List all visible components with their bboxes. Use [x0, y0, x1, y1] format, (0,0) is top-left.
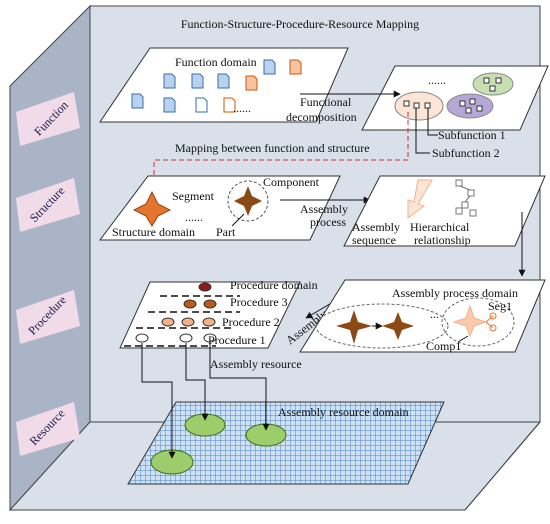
component-label: Component: [263, 175, 320, 189]
doc-icon: [217, 73, 230, 89]
doc-icon: [163, 73, 176, 89]
function-domain-label: Function domain: [175, 55, 257, 69]
component-star: [234, 186, 262, 216]
function-right-ellipsis: ......: [428, 73, 446, 87]
hierarchical-label-1: Hierarchical: [410, 220, 470, 234]
process-component-star: [382, 312, 414, 340]
layer-label-structure: Structure: [16, 178, 80, 232]
doc-icon: [163, 97, 176, 113]
structure-domain-label: Structure domain: [112, 225, 195, 239]
doc-icon: [195, 97, 208, 113]
resource-link-1: [141, 343, 176, 459]
comp1-label: Comp1: [426, 339, 461, 353]
doc-icon: [245, 75, 258, 91]
procedure-3-label: Procedure 3: [230, 295, 288, 309]
function-ellipsis: ......: [233, 101, 251, 115]
procedure-2-label: Procedure 2: [222, 315, 280, 329]
subfunction1-leader: [427, 108, 438, 136]
function-cluster-green-boxes: [483, 77, 502, 92]
hierarchy-icon: [455, 179, 477, 217]
part-label: Part: [216, 225, 236, 239]
segment-label: Segment: [172, 189, 215, 203]
assembly-process-label-1: Assembly: [300, 202, 348, 216]
assembly-process-label-2: process: [310, 215, 346, 229]
procedure-dashes: [124, 295, 240, 347]
procedure-node: [179, 333, 193, 343]
procedure-node: [181, 317, 195, 327]
procedure-node: [203, 299, 217, 309]
diagram-title: Function-Structure-Procedure-Resource Ma…: [181, 17, 419, 31]
process-comp-ellipse: [441, 297, 515, 347]
procedure-node: [198, 282, 212, 292]
procedure-domain-plane: [119, 281, 301, 349]
function-cluster-green: [472, 72, 514, 96]
resource-link-3: [209, 343, 270, 431]
mapping-arrow: [150, 112, 409, 191]
subfunction2-leader: [415, 108, 430, 154]
procedure-node: [202, 317, 216, 327]
component-circle: [227, 180, 269, 222]
structure-process-plane: [343, 175, 546, 247]
decomposition-label: decomposition: [286, 110, 357, 124]
process-edge: [485, 315, 494, 323]
procedure-1-label: Procedure 1: [208, 333, 266, 347]
hierarchical-label-2: relationship: [414, 233, 471, 247]
process-seg-ellipse: [315, 303, 449, 349]
structure-ellipsis: ......: [185, 210, 203, 224]
doc-icon: [131, 93, 144, 109]
assembly-resource-label: Assembly resource: [210, 357, 302, 371]
procedure-node: [135, 333, 149, 343]
process-ellipsis: ...: [430, 307, 439, 321]
doc-icon: [289, 59, 302, 75]
process-edge: [485, 321, 494, 329]
procedure-node: [203, 333, 217, 343]
seg1-label: Seg1: [488, 299, 512, 313]
doc-icon: [263, 59, 276, 75]
process-light-star: [452, 304, 488, 338]
subfunction2-label: Subfunction 2: [432, 146, 500, 160]
segment-star: [132, 190, 172, 227]
layer-label-function: Function: [16, 92, 80, 146]
sequence-arrow-icon: [407, 179, 433, 219]
resource-link-2: [185, 343, 209, 421]
functional-label: Functional: [300, 95, 352, 109]
procedure-node: [183, 299, 197, 309]
mapping-label: Mapping between function and structure: [175, 141, 370, 155]
structure-domain-plane: [99, 175, 341, 241]
function-cluster-purple: [446, 93, 494, 119]
resource-domain-label: Assembly resource domain: [278, 405, 409, 419]
procedure-domain-label: Procedure domain: [230, 278, 318, 292]
process-domain-label: Assembly process domain: [392, 286, 518, 300]
comp1-leader: [457, 335, 469, 343]
function-cluster-purple-boxes: [459, 98, 483, 114]
process-segment-star: [336, 310, 372, 344]
subfunction1-label: Subfunction 1: [438, 128, 506, 142]
doc-icon: [223, 97, 236, 113]
assembly-sequence-label-2: sequence: [352, 233, 396, 247]
assembly-sequence-label-1: Assembly: [352, 220, 400, 234]
function-documents: [131, 59, 302, 113]
process-domain-plane: [299, 279, 546, 353]
part-leader: [231, 213, 245, 227]
procedure-node: [161, 317, 175, 327]
doc-icon: [191, 73, 204, 89]
